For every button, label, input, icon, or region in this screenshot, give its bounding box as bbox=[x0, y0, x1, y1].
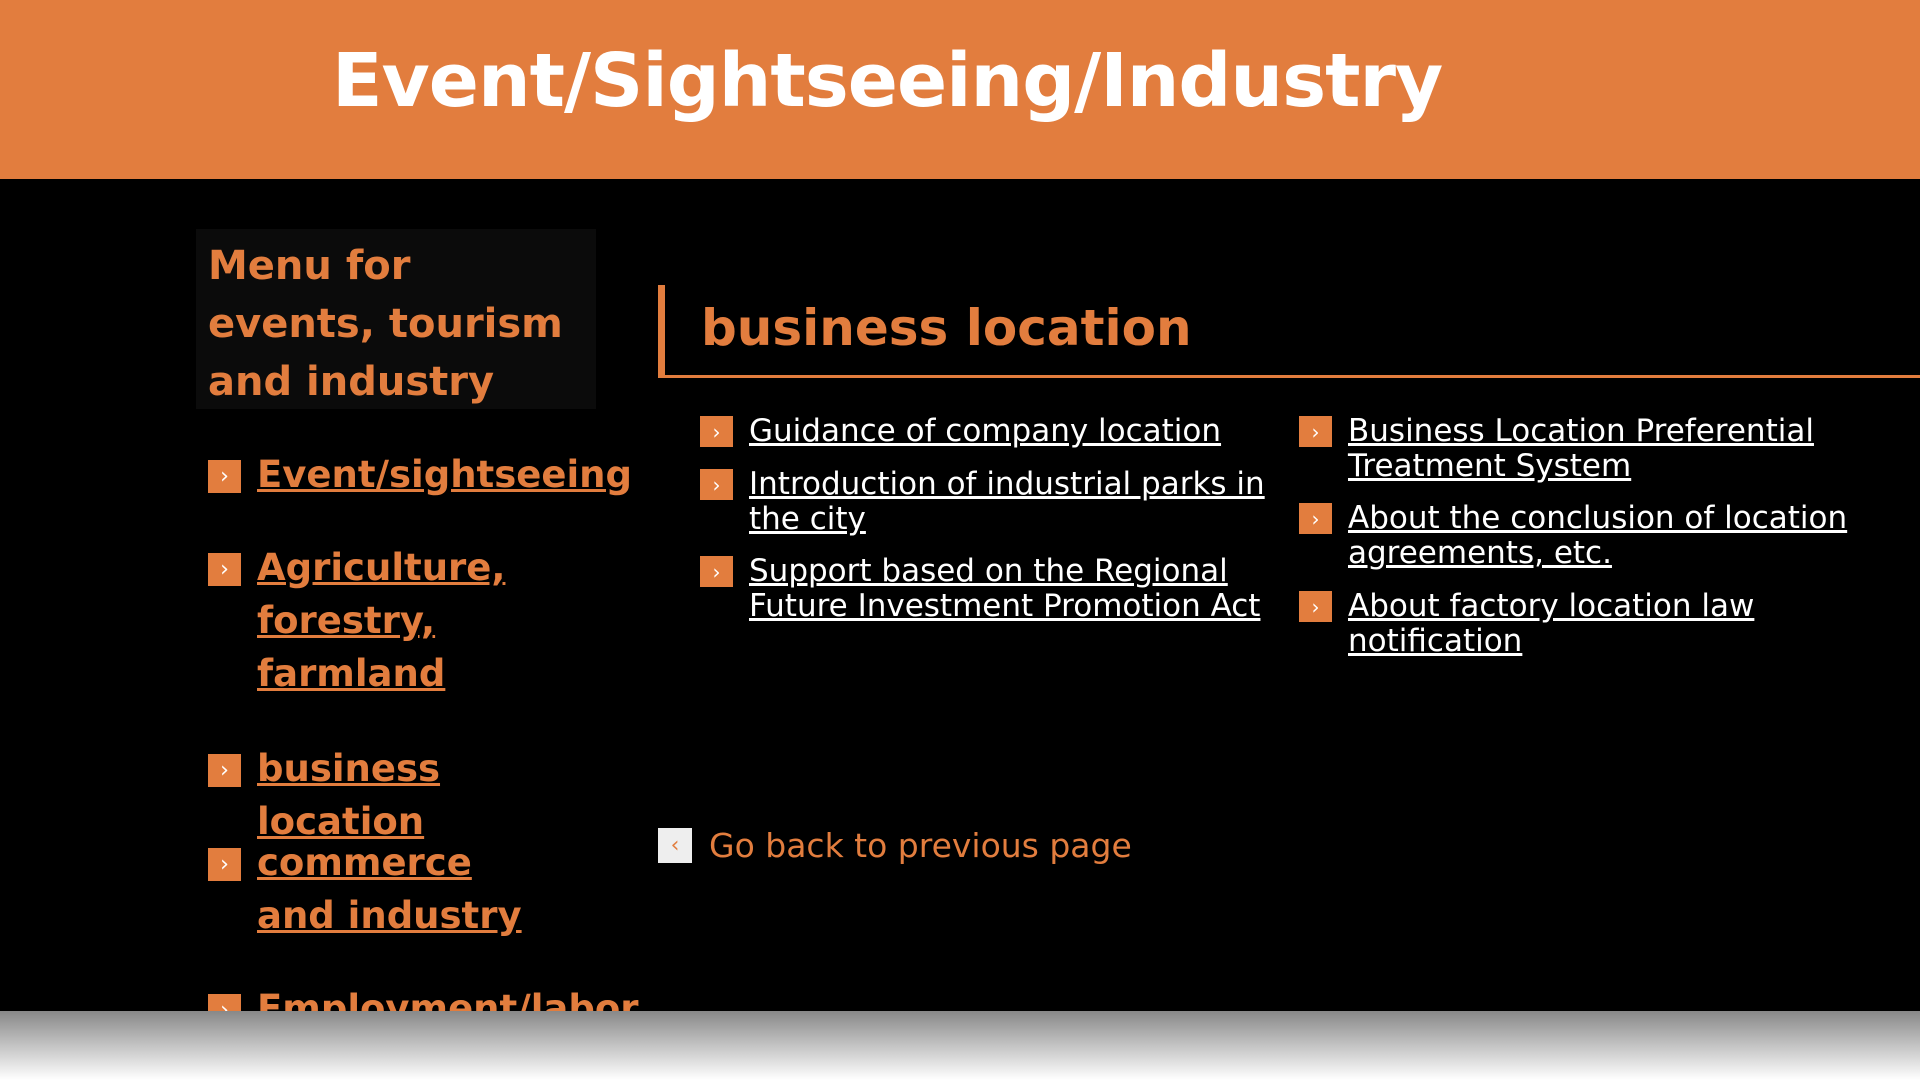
link-item[interactable]: › Business Location Preferential Treatmen… bbox=[1299, 414, 1888, 484]
link-item[interactable]: › About factory location law notification bbox=[1299, 589, 1888, 659]
sidebar-item-employment[interactable]: › Employment/labor bbox=[208, 987, 639, 1011]
sidebar-item-commerce[interactable]: › commerce and industry bbox=[208, 841, 557, 942]
sidebar-link[interactable]: Agriculture, forestry, farmland bbox=[257, 546, 506, 695]
sidebar-link[interactable]: Event/sightseeing bbox=[257, 453, 632, 496]
chevron-left-icon: ‹ bbox=[658, 828, 692, 863]
link-factory-location-law[interactable]: About factory location law notification bbox=[1348, 588, 1755, 659]
chevron-right-icon: › bbox=[208, 553, 241, 586]
chevron-right-icon: › bbox=[700, 416, 733, 447]
chevron-right-icon: › bbox=[700, 469, 733, 500]
link-item[interactable]: › Introduction of industrial parks in the… bbox=[700, 467, 1289, 537]
content-area: Menu for events, tourism and industry › E… bbox=[0, 179, 1920, 1011]
chevron-right-icon: › bbox=[1299, 591, 1332, 622]
link-item[interactable]: › Guidance of company location bbox=[700, 414, 1289, 449]
sidebar-heading: Menu for events, tourism and industry bbox=[196, 229, 596, 409]
sidebar-item-event-sightseeing[interactable]: › Event/sightseeing bbox=[208, 453, 632, 501]
chevron-right-icon: › bbox=[1299, 416, 1332, 447]
section-heading: business location bbox=[658, 285, 1920, 378]
link-location-agreements[interactable]: About the conclusion of location agreeme… bbox=[1348, 500, 1848, 571]
back-link-label[interactable]: Go back to previous page bbox=[709, 826, 1132, 865]
chevron-right-icon: › bbox=[208, 848, 241, 881]
link-company-location[interactable]: Guidance of company location bbox=[749, 413, 1222, 449]
chevron-right-icon: › bbox=[208, 754, 241, 787]
link-item[interactable]: › Support based on the Regional Future In… bbox=[700, 554, 1289, 624]
chevron-right-icon: › bbox=[700, 556, 733, 587]
link-preferential-treatment[interactable]: Business Location Preferential Treatment… bbox=[1348, 413, 1814, 484]
sidebar-link[interactable]: commerce and industry bbox=[257, 841, 522, 937]
sidebar-link[interactable]: business location bbox=[257, 747, 441, 843]
chevron-right-icon: › bbox=[208, 460, 241, 493]
chevron-right-icon: › bbox=[208, 994, 241, 1011]
sidebar-item-business-location[interactable]: › business location bbox=[208, 747, 617, 848]
section-title: business location bbox=[701, 299, 1192, 357]
sidebar-link[interactable]: Employment/labor bbox=[257, 987, 639, 1011]
chevron-right-icon: › bbox=[1299, 503, 1332, 534]
bottom-fade bbox=[0, 1011, 1920, 1080]
back-link[interactable]: ‹ Go back to previous page bbox=[658, 826, 1132, 865]
link-regional-future-investment[interactable]: Support based on the Regional Future Inv… bbox=[749, 553, 1261, 624]
page-header: Event/Sightseeing/Industry bbox=[0, 0, 1920, 179]
link-item[interactable]: › About the conclusion of location agreem… bbox=[1299, 501, 1888, 571]
link-industrial-parks[interactable]: Introduction of industrial parks in the … bbox=[749, 466, 1265, 537]
page-title: Event/Sightseeing/Industry bbox=[332, 38, 1443, 124]
sidebar-item-agriculture[interactable]: › Agriculture, forestry, farmland bbox=[208, 546, 517, 700]
